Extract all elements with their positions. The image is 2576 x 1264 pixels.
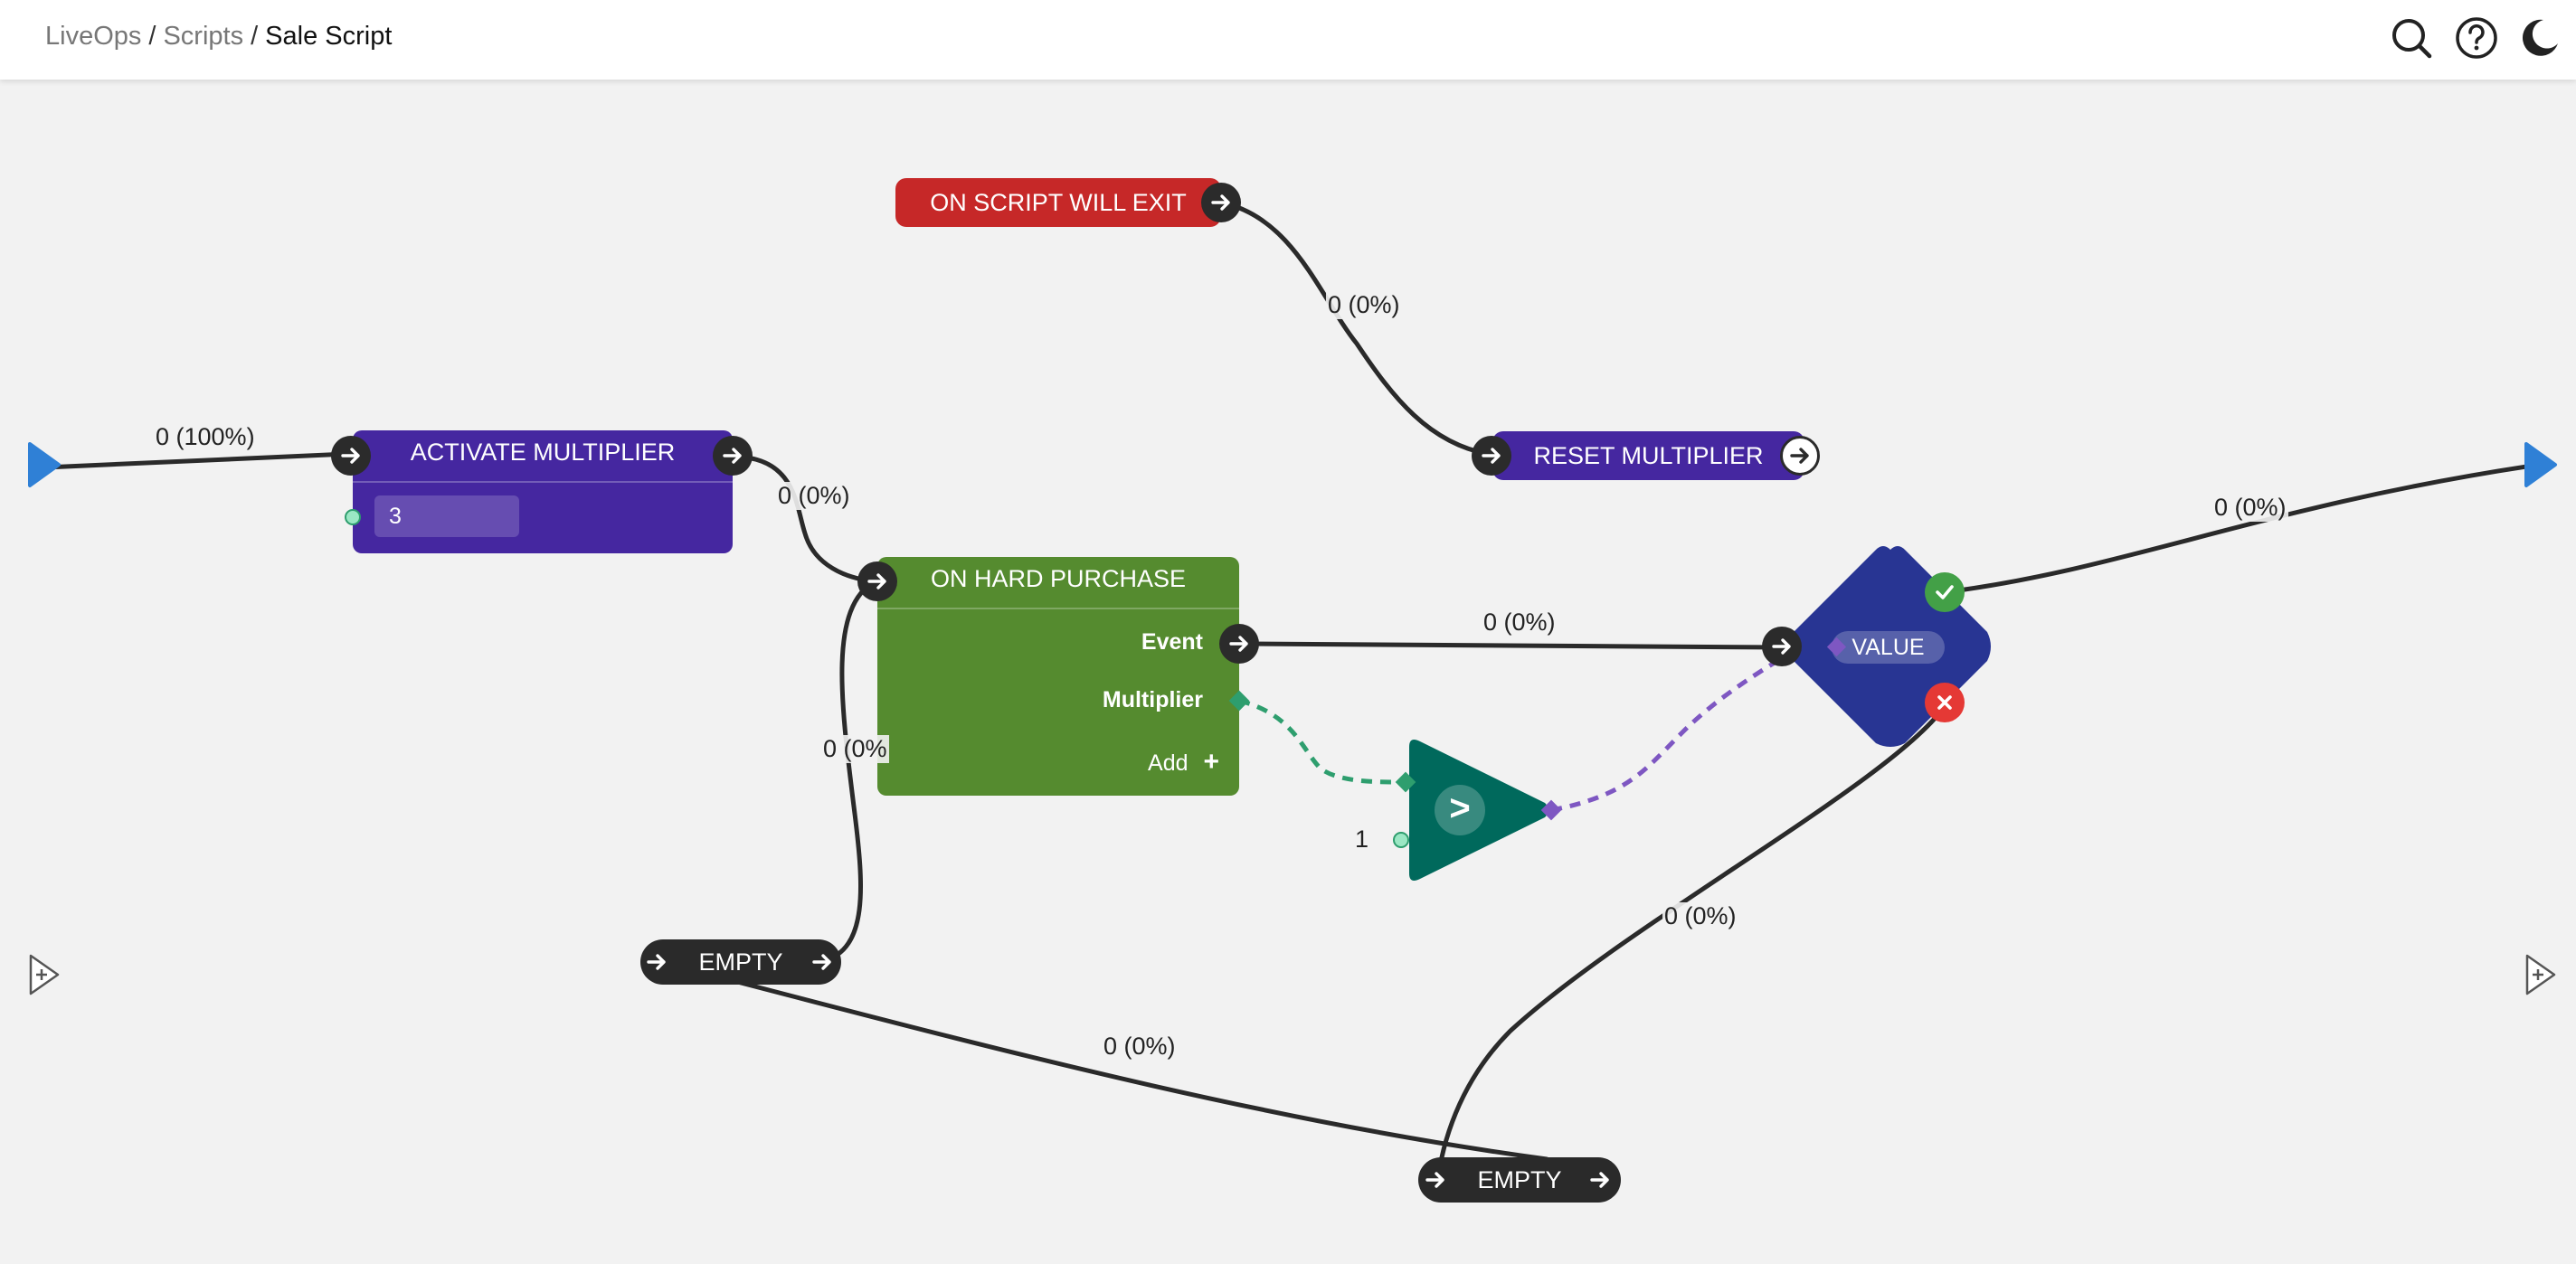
breadcrumb-scripts[interactable]: Scripts [163,22,244,51]
output-port-icon[interactable] [1201,183,1241,222]
node-reset-multiplier[interactable]: RESET MULTIPLIER [1492,431,1804,480]
input-port-icon[interactable] [857,561,897,601]
node-empty-bottom-label: EMPTY [1477,1166,1562,1193]
node-activate-multiplier[interactable]: ACTIVATE MULTIPLIER 3 [353,430,733,553]
edge-label-activate-purchase: 0 (0%) [776,482,852,510]
node-empty-bottom[interactable]: EMPTY [1418,1157,1621,1203]
data-input-port-icon[interactable] [345,509,361,525]
compare-input-port-icon[interactable] [1393,832,1409,848]
edge-activate-purchase[interactable] [730,454,878,584]
edge-label-exit-reset: 0 (0%) [1326,291,1402,319]
output-port-icon[interactable] [810,950,834,978]
dark-mode-icon[interactable] [2516,14,2563,61]
add-exit-right-icon[interactable] [2524,952,2558,1002]
node-reset-multiplier-label: RESET MULTIPLIER [1533,442,1764,469]
node-condition[interactable]: VALUE [1786,542,1994,755]
edge-label-empty-purchase: 0 (0% [821,735,889,763]
edge-label-start-activate: 0 (100%) [154,423,257,451]
edge-condition-end[interactable] [1942,463,2535,595]
condition-false-x-icon[interactable] [1925,683,1965,722]
input-port-icon[interactable] [645,950,668,978]
breadcrumb-liveops[interactable]: LiveOps [45,22,142,51]
breadcrumb-separator: / [148,22,156,51]
node-on-script-will-exit[interactable]: ON SCRIPT WILL EXIT [895,178,1221,227]
condition-true-check-icon[interactable] [1925,572,1965,612]
edge-label-condition-false-empty: 0 (0%) [1662,902,1738,930]
compare-input-value[interactable]: 1 [1355,825,1369,853]
breadcrumb-current: Sale Script [265,22,393,51]
data-edge-multiplier[interactable] [1238,698,1403,785]
top-bar: LiveOps/Scripts/Sale Script [0,0,2576,80]
input-port-icon[interactable] [1472,436,1511,476]
node-on-hard-purchase-label: ON HARD PURCHASE [930,565,1187,592]
edge-exit-reset[interactable] [1218,200,1491,457]
empty-output-port-icon[interactable] [1780,436,1820,476]
divider [877,608,1239,609]
edge-label-empty-empty: 0 (0%) [1102,1033,1178,1061]
edge-label-event-condition: 0 (0%) [1482,608,1558,637]
help-icon[interactable] [2453,14,2500,61]
edge-empty-empty[interactable] [721,976,1549,1162]
node-activate-multiplier-label: ACTIVATE MULTIPLIER [410,439,676,466]
edge-event-condition[interactable] [1238,641,1785,650]
output-port-icon[interactable] [1588,1168,1612,1196]
data-edge-compare-value[interactable] [1550,650,1793,813]
node-empty-left[interactable]: EMPTY [640,939,841,985]
output-multiplier-label: Multiplier [1102,687,1203,712]
input-port-icon[interactable] [1762,627,1802,666]
multiplier-input-value: 3 [389,504,402,529]
condition-value-pill[interactable]: VALUE [1832,631,1945,664]
add-output-button[interactable]: Add + [1148,747,1219,778]
input-port-icon[interactable] [331,436,371,476]
plus-icon: + [1203,747,1219,777]
event-output-port-icon[interactable] [1219,624,1259,664]
output-event-label: Event [1141,629,1203,655]
multiplier-input[interactable]: 3 [374,495,519,537]
add-entry-left-icon[interactable] [27,952,62,1002]
node-on-script-will-exit-label: ON SCRIPT WILL EXIT [930,189,1187,216]
breadcrumb-separator: / [251,22,259,51]
node-empty-left-label: EMPTY [698,948,783,976]
input-port-icon[interactable] [1424,1168,1447,1196]
divider [353,481,733,483]
search-icon[interactable] [2388,14,2435,61]
breadcrumb: LiveOps/Scripts/Sale Script [45,22,392,52]
script-end-marker[interactable] [2524,441,2558,493]
edge-start-activate[interactable] [43,451,351,470]
script-start-marker[interactable] [27,441,62,493]
condition-value-label: VALUE [1852,635,1925,660]
output-port-icon[interactable] [713,436,753,476]
compare-operator: > [1449,788,1471,828]
node-on-hard-purchase[interactable]: ON HARD PURCHASE Event Multiplier Add + [877,557,1239,796]
edge-condition-false-empty[interactable] [1435,701,1949,1178]
node-compare[interactable]: > [1400,736,1554,889]
edge-label-condition-end: 0 (0%) [2212,494,2288,522]
add-output-label: Add [1148,750,1189,776]
edge-empty-purchase[interactable] [820,579,878,964]
